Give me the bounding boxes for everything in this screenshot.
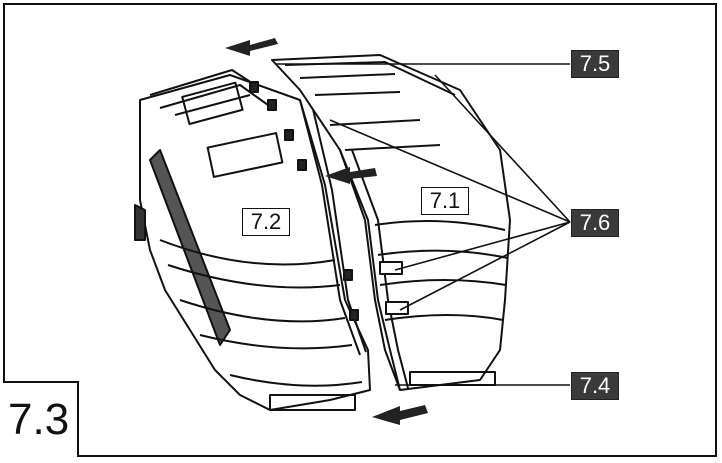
label-7-2: 7.2 [242, 208, 290, 236]
label-7-6: 7.6 [571, 209, 619, 237]
right-housing [271, 54, 511, 391]
figure-number: 7.3 [8, 395, 70, 444]
arrow-top-left [225, 38, 278, 56]
label-7-1: 7.1 [421, 187, 469, 215]
label-7-4: 7.4 [571, 372, 619, 400]
direction-arrows [225, 38, 428, 425]
figure-frame [3, 3, 717, 457]
arrow-bottom-left [372, 405, 428, 425]
label-7-5: 7.5 [571, 50, 619, 78]
left-housing [134, 69, 371, 411]
leader-lines [275, 63, 571, 386]
arrow-middle-left [325, 167, 377, 184]
